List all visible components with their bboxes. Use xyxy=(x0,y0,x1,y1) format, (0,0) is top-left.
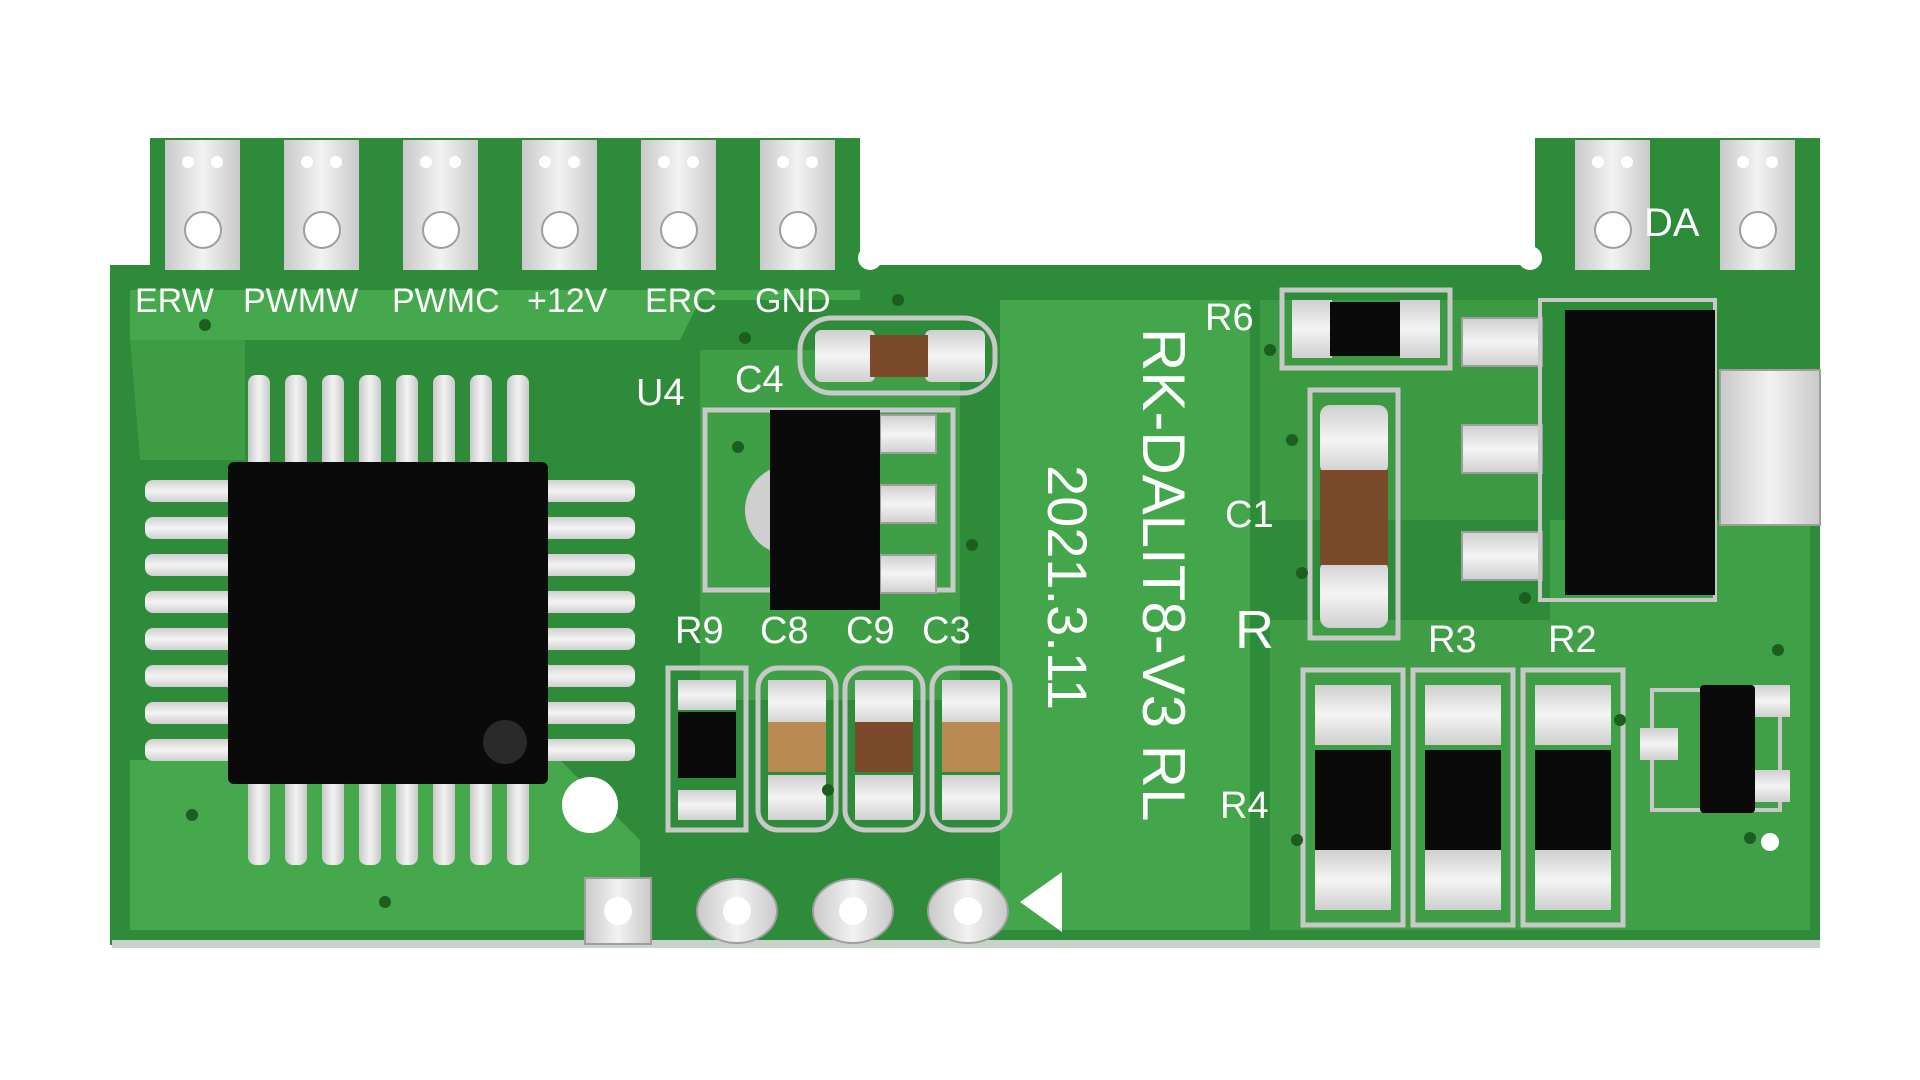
pin-tab-da-2 xyxy=(1720,140,1795,270)
ref-u4: U4 xyxy=(636,372,685,414)
passive-row-left xyxy=(665,665,1013,833)
pin-tab-gnd xyxy=(760,140,835,270)
pin-tab-erw xyxy=(165,140,240,270)
ref-r: R xyxy=(1235,600,1274,660)
pin-tab-da-1 xyxy=(1575,140,1650,270)
ref-r2: R2 xyxy=(1548,619,1597,661)
ref-c8: C8 xyxy=(760,610,809,652)
regulator-u4 xyxy=(702,407,956,610)
capacitor-c3 xyxy=(929,665,1013,833)
transistor-sot23 xyxy=(1640,685,1790,813)
board-date: 2021.3.11 xyxy=(1036,465,1099,710)
qfp-package-body xyxy=(228,462,548,784)
mounting-hole-left xyxy=(562,777,618,833)
ref-c4: C4 xyxy=(735,359,784,401)
pin1-marker xyxy=(483,720,527,764)
ref-c9: C9 xyxy=(846,610,895,652)
pin-label-pwmw: PWMW xyxy=(243,282,358,320)
pin-tab-pwmw xyxy=(284,140,359,270)
capacitor-c9 xyxy=(842,665,926,833)
power-regulator xyxy=(1461,298,1821,602)
ref-r9: R9 xyxy=(675,610,724,652)
qfp-top-pins xyxy=(248,375,529,470)
ref-r6: R6 xyxy=(1205,297,1254,339)
resistor-r6 xyxy=(1279,287,1453,371)
programming-header xyxy=(584,872,1062,945)
qfp-left-pins xyxy=(145,480,240,761)
capacitor-c1 xyxy=(1307,387,1401,641)
ref-r3: R3 xyxy=(1428,619,1477,661)
u4-package xyxy=(770,410,880,610)
resistor-r2 xyxy=(1520,667,1626,928)
capacitor-c4 xyxy=(797,315,998,396)
resistor-r3 xyxy=(1410,667,1516,928)
pin-label-12v: +12V xyxy=(527,282,608,320)
qfp-bottom-pins xyxy=(248,770,529,865)
regulator-tab xyxy=(1719,369,1821,526)
regulator-package xyxy=(1565,310,1715,595)
microcontroller-chip xyxy=(145,375,635,865)
capacitor-c8 xyxy=(755,665,839,833)
da-label: DA xyxy=(1644,201,1700,245)
header-pin-tabs xyxy=(165,140,1795,270)
board-title: RK-DALIT8-V3 RL xyxy=(1130,328,1197,821)
pin-tab-pwmc xyxy=(403,140,478,270)
pin-label-erc: ERC xyxy=(645,282,717,320)
ref-r4: R4 xyxy=(1220,785,1269,827)
ref-c1: C1 xyxy=(1225,494,1274,536)
pin-label-row: ERW PWMW PWMC +12V ERC GND DA xyxy=(135,201,1700,320)
pin-label-gnd: GND xyxy=(755,282,831,320)
pin-tab-erc xyxy=(641,140,716,270)
pin-tab-12v xyxy=(522,140,597,270)
pin-label-pwmc: PWMC xyxy=(392,282,500,320)
vias xyxy=(186,294,1784,908)
pin-label-erw: ERW xyxy=(135,282,214,320)
resistor-r9 xyxy=(665,665,749,833)
qfp-right-pins xyxy=(540,480,635,761)
ref-c3: C3 xyxy=(922,610,971,652)
resistor-r4 xyxy=(1300,667,1406,928)
pin1-triangle xyxy=(1020,872,1062,932)
